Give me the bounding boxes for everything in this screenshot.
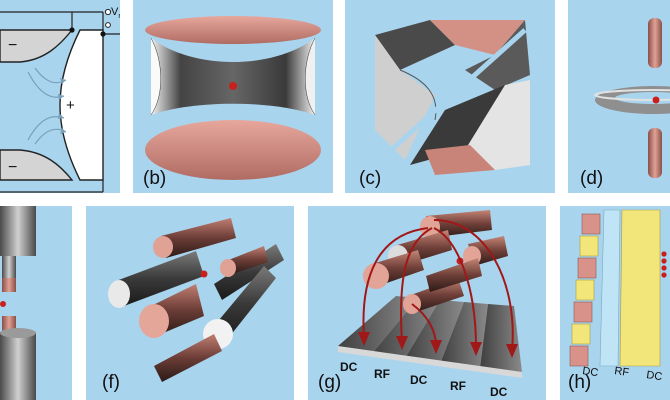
copper-rod-end	[220, 259, 236, 277]
bottom-electrode	[410, 85, 505, 165]
panel-e-needle-trap	[0, 206, 72, 400]
cube-trap-diagram	[375, 20, 530, 175]
electrode-label: RF	[450, 379, 466, 393]
dc-pad	[577, 257, 597, 279]
ion	[661, 251, 667, 257]
field-arrow	[400, 227, 433, 343]
minus-sign-bottom: −	[8, 159, 17, 176]
ion	[0, 301, 6, 307]
needle-trap-diagram	[0, 206, 36, 400]
ring-trap-diagram	[145, 16, 321, 180]
dc-pad	[569, 345, 589, 367]
field-arrow	[433, 227, 477, 349]
dc-pad	[575, 279, 595, 301]
upper-outer-cylinder	[0, 206, 36, 256]
center-dc-electrode	[619, 209, 661, 367]
dc-pad	[573, 301, 593, 323]
top-endcap	[145, 16, 321, 44]
lower-rod	[648, 128, 662, 178]
panel-label-g: (g)	[318, 372, 342, 393]
surface-electrode	[338, 296, 418, 356]
upper-rod	[648, 18, 662, 68]
cross-section-diagram: − + − Vrf	[0, 0, 120, 193]
field-arrow	[433, 219, 514, 351]
panel-d-torus-trap: (d)	[568, 0, 670, 193]
ring-electrode	[151, 38, 315, 115]
minus-sign-top: −	[8, 37, 17, 54]
panel-f-linear-trap: (f)	[86, 206, 294, 400]
electrode-label: DC	[410, 373, 428, 387]
dc-pad	[579, 235, 599, 257]
electrode-label: DC	[646, 369, 663, 383]
copper-rod	[154, 334, 222, 382]
ion	[661, 265, 667, 271]
panel-g-surface-trap: DC RF DC RF DC (g)	[308, 206, 546, 400]
bottom-endcap	[145, 120, 321, 180]
copper-rod	[161, 218, 236, 258]
panel-label-c: (c)	[359, 168, 382, 189]
plus-sign: +	[66, 97, 75, 114]
panel-b-ring-trap: (b)	[133, 0, 333, 193]
lower-needle	[2, 316, 16, 332]
ion	[229, 82, 237, 90]
ion	[200, 270, 208, 278]
copper-rod	[426, 210, 492, 238]
ion	[652, 96, 660, 104]
voltage-label: Vrf	[111, 6, 120, 20]
dc-pad	[571, 323, 591, 345]
dc-pad	[581, 213, 601, 235]
top-left-electrode	[375, 20, 455, 70]
linear-trap-diagram	[108, 218, 284, 382]
surface-trap-diagram: DC RF DC RF DC	[338, 210, 522, 399]
upper-needle	[2, 278, 16, 292]
torus-trap-diagram	[594, 18, 670, 178]
right-electrode	[59, 29, 104, 181]
panel-h-planar-trap: DC RF DC (h)	[560, 206, 670, 400]
ion	[661, 258, 667, 264]
rf-electrode	[599, 209, 621, 367]
lower-outer-cylinder	[0, 332, 36, 400]
steel-rod	[116, 251, 204, 306]
panel-c-cube-trap: (c)	[345, 0, 555, 193]
steel-rod	[214, 266, 276, 341]
panel-a-cross-section: − + − Vrf	[0, 0, 120, 193]
electrode-label: DC	[582, 365, 599, 379]
electrode-label: RF	[614, 365, 630, 379]
planar-trap-diagram: DC RF DC	[560, 206, 670, 400]
panel-label-d: (d)	[580, 168, 604, 189]
electrode-label: DC	[490, 385, 508, 399]
electrode-label: DC	[340, 360, 358, 374]
panel-label-f: (f)	[102, 372, 120, 393]
left-electrode	[375, 35, 435, 160]
panel-label-h: (h)	[568, 372, 592, 393]
bottom-electrode	[0, 149, 74, 181]
panel-label-b: (b)	[143, 168, 167, 189]
copper-rod	[408, 278, 464, 312]
electrode-label: RF	[374, 367, 390, 381]
ion	[661, 272, 667, 278]
field-arrow	[362, 227, 429, 339]
